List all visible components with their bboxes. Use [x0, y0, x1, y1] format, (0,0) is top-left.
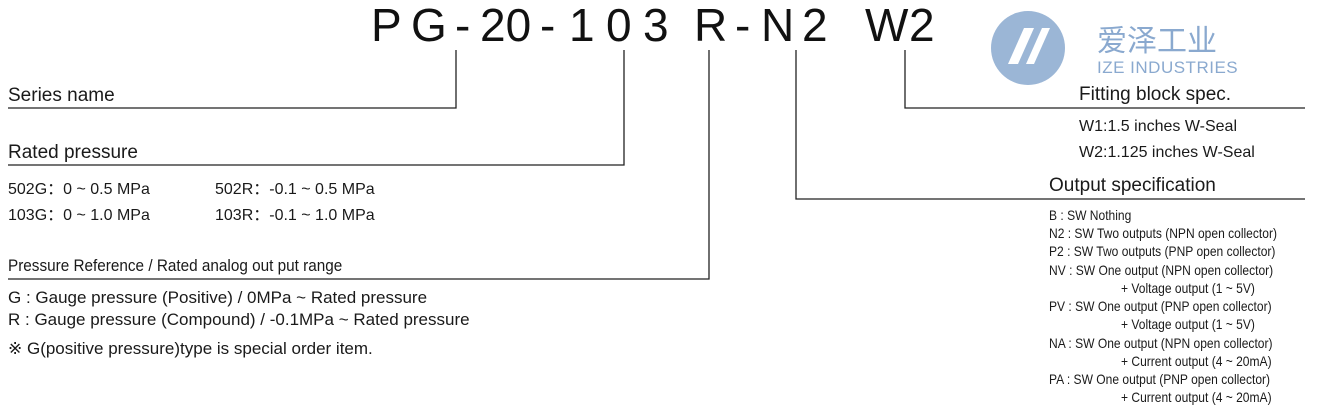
reference-line-g: G : Gauge pressure (Positive) / 0MPa ~ R…: [8, 288, 428, 307]
connector-rated: [8, 50, 625, 166]
code-char-g: G: [411, 0, 447, 51]
code-char-r: R: [694, 0, 728, 51]
rated-title: Rated pressure: [8, 142, 138, 163]
connector-reference: [8, 50, 710, 280]
output-item-pv-extra: + Voltage output (1 ~ 5V): [1121, 316, 1255, 332]
rated-row-2-left: 103G：0 ~ 1.0 MPa: [8, 207, 150, 224]
rated-row-1-right: 502R：-0.1 ~ 0.5 MPa: [215, 181, 375, 198]
code-char-0: 0: [606, 0, 632, 51]
rated-row-2-right: 103R：-0.1 ~ 1.0 MPa: [215, 207, 375, 224]
code-dash-3: -: [735, 0, 751, 51]
code-char-20: 20: [480, 0, 532, 51]
code-char-p: P: [371, 0, 402, 51]
output-item-nv-extra: + Voltage output (1 ~ 5V): [1121, 280, 1255, 296]
reference-note: ※ G(positive pressure)type is special or…: [8, 339, 373, 358]
fitting-title: Fitting block spec.: [1079, 84, 1232, 105]
logo-en-name: IZE INDUSTRIES: [1097, 58, 1239, 77]
logo-cn-name: 爱泽工业: [1097, 24, 1217, 59]
output-item-pa: PA : SW One output (PNP open collector): [1049, 371, 1271, 387]
output-item-pv: PV : SW One output (PNP open collector): [1049, 298, 1272, 314]
code-char-w: W: [865, 0, 909, 51]
output-item-p2: P2 : SW Two outputs (PNP open collector): [1049, 243, 1276, 259]
output-item-pa-extra: + Current output (4 ~ 20mA): [1121, 389, 1272, 405]
code-char-3: 3: [643, 0, 669, 51]
output-item-nv: NV : SW One output (NPN open collector): [1049, 262, 1274, 278]
connector-series: [8, 50, 457, 109]
code-char-n: N: [761, 0, 795, 51]
code-char-1: 1: [569, 0, 595, 51]
reference-line-r: R : Gauge pressure (Compound) / -0.1MPa …: [8, 310, 470, 329]
output-item-na: NA : SW One output (NPN open collector): [1049, 335, 1273, 351]
output-item-na-extra: + Current output (4 ~ 20mA): [1121, 353, 1272, 369]
connector-output: [795, 50, 1305, 200]
reference-title: Pressure Reference / Rated analog out pu…: [8, 256, 343, 275]
code-dash-2: -: [540, 0, 556, 51]
fitting-item-w2: W2:1.125 inches W-Seal: [1079, 144, 1255, 161]
code-char-2b: 2: [909, 0, 935, 51]
output-item-n2: N2 : SW Two outputs (NPN open collector): [1049, 225, 1277, 241]
code-char-2a: 2: [802, 0, 828, 51]
output-title: Output specification: [1049, 175, 1216, 196]
output-item-b: B : SW Nothing: [1049, 207, 1132, 223]
connector-fitting: [904, 50, 1305, 109]
code-dash-1: -: [455, 0, 471, 51]
series-title: Series name: [8, 85, 115, 106]
fitting-item-w1: W1:1.5 inches W-Seal: [1079, 118, 1237, 135]
rated-row-1-left: 502G：0 ~ 0.5 MPa: [8, 181, 150, 198]
ize-logo-icon: [991, 11, 1065, 85]
